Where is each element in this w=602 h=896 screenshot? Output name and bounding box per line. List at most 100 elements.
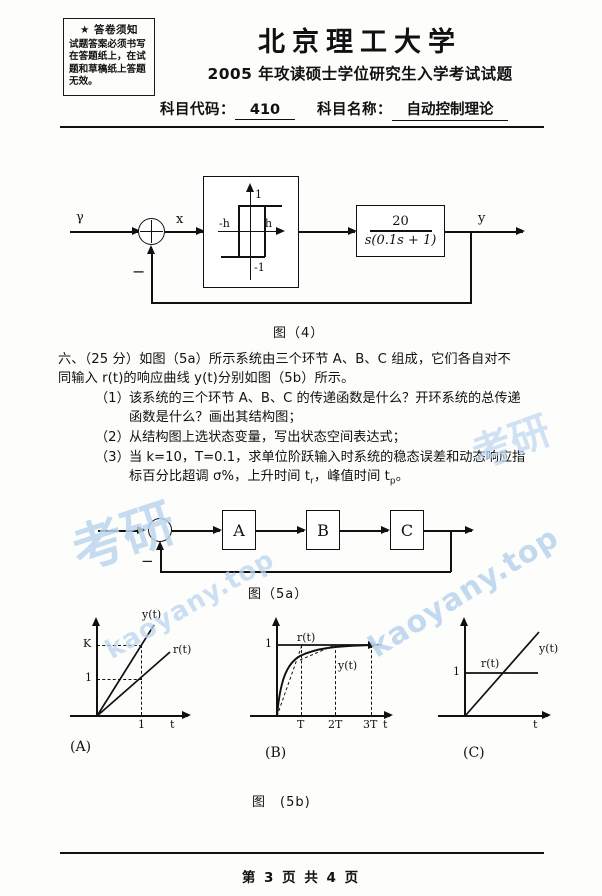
answer-notice-body: 试题答案必须书写在答题纸上，在试题和草稿纸上答题无效。 xyxy=(69,39,146,88)
subject-info-row: 科目代码： 410 科目名称： 自动控制理论 xyxy=(160,98,508,121)
panelB-T-guide xyxy=(301,645,302,715)
panelA-y-axis-arrowhead xyxy=(92,617,100,626)
question-item-3: （3） 当 k=10，T=0.1，求单位阶跃输入时系统的稳态误差和动态响应指 xyxy=(95,448,560,468)
panelB-x-tick-3T: 3T xyxy=(363,718,378,731)
figure5a-output-arrowhead xyxy=(465,526,474,534)
figure4-caption: 图（4） xyxy=(273,326,325,341)
relay-left-switch-edge xyxy=(238,205,240,257)
figure4-error-arrowhead xyxy=(196,227,205,235)
figure4-feedback-arrowhead xyxy=(147,245,155,254)
figure4-output-label: y xyxy=(478,211,486,226)
university-name: 北京理工大学 xyxy=(258,27,462,58)
relay-y-axis-arrowhead xyxy=(246,183,254,192)
figure5a-block-C: C xyxy=(390,510,424,550)
figure5a-A-to-B-line xyxy=(256,530,304,532)
answer-notice-box: ★ 答卷须知 试题答案必须书写在答题纸上，在试题和草稿纸上答题无效。 xyxy=(63,18,155,96)
figure4-relay-to-plant-line xyxy=(299,231,355,233)
panelC-curve-yt xyxy=(464,631,540,717)
panelA-curve-label-rt: r(t) xyxy=(173,643,192,656)
subject-name-value: 自动控制理论 xyxy=(392,98,508,121)
page-number-footer: 第 3 页 共 4 页 xyxy=(241,870,361,886)
panelA-one-guide xyxy=(97,679,142,680)
panelA-y-axis xyxy=(96,624,98,716)
figure4-input-arrowhead xyxy=(132,227,141,235)
question-item-2: （2） 从结构图上选状态变量，写出状态空间表达式； xyxy=(95,428,560,448)
figure5b-caption: 图 (5b) xyxy=(252,795,311,810)
figure5a-feedback-horizontal-line xyxy=(160,571,451,573)
figure4-feedback-horizontal-line xyxy=(151,302,472,304)
panelB-curve-yt-arrowhead xyxy=(368,641,378,649)
relay-positive-threshold-label: h xyxy=(265,217,273,230)
figure4-output-arrowhead xyxy=(516,227,525,235)
panelB-tangent-origin xyxy=(276,644,303,717)
panelB-x-axis-label: t xyxy=(383,718,388,731)
panelC-curves xyxy=(464,631,540,717)
figure5a-block-A-input-arrowhead xyxy=(213,526,222,534)
figure5a-block-C-input-arrowhead xyxy=(381,526,390,534)
figure4-feedback-down-line xyxy=(470,231,472,303)
question-item-2-line-1: 从结构图上选状态变量，写出状态空间表达式； xyxy=(129,430,406,445)
relay-x-axis-arrowhead xyxy=(276,227,285,235)
panelC-x-axis xyxy=(438,715,548,717)
figure5a-block-C-label: C xyxy=(400,520,414,540)
figure5b-panel-C-label: (C) xyxy=(463,745,485,761)
figure5b-panel-A-label: (A) xyxy=(70,739,92,755)
question-item-2-number: （2） xyxy=(95,430,130,445)
figure4-input-line xyxy=(70,231,138,233)
panelA-x-tick-1: 1 xyxy=(138,718,145,731)
answer-notice-title: ★ 答卷须知 xyxy=(79,24,139,36)
figure5b-panel-C: 1 r(t) y(t) t xyxy=(438,612,598,732)
figure5b-panel-B: 1 T 2T 3T r(t) y(t) t xyxy=(250,612,425,732)
relay-upper-level-segment xyxy=(238,205,282,207)
figure4-feedback-up-line xyxy=(151,252,153,303)
question-item-1-line-2: 函数是什么？画出其结构图； xyxy=(129,410,302,425)
plant-fraction-bar xyxy=(369,230,432,232)
relay-right-switch-edge xyxy=(264,205,266,257)
panelA-K-guide xyxy=(97,645,142,646)
subject-code-label: 科目代码： xyxy=(160,102,235,118)
subject-code-value: 410 xyxy=(235,102,295,120)
panelC-y-axis-arrowhead xyxy=(460,617,468,626)
question-intro-line-2: 同输入 r(t)的响应曲线 y(t)分别如图（5b）所示。 xyxy=(58,371,355,386)
panelA-x-axis xyxy=(70,715,188,717)
panelB-2T-guide xyxy=(335,645,336,715)
panelC-y-tick-1: 1 xyxy=(453,665,460,678)
panelA-curve-yt xyxy=(96,624,155,717)
question-item-3-line-2-head: 标百分比超调 σ%，上升时间 t xyxy=(129,469,311,484)
figure5a-feedback-minus-sign: − xyxy=(141,552,154,570)
panelC-x-axis-arrowhead xyxy=(542,711,551,719)
question-item-1: （1） 该系统的三个环节 A、B、C 的传递函数是什么？开环系统的总传递 xyxy=(95,389,560,409)
question-item-1-line-1: 该系统的三个环节 A、B、C 的传递函数是什么？开环系统的总传递 xyxy=(129,391,521,406)
relay-top-level-label: 1 xyxy=(255,188,262,201)
question-item-3-line-2: 标百分比超调 σ%，上升时间 tr，峰值时间 tp。 xyxy=(129,467,559,492)
panelB-y-axis xyxy=(276,624,278,716)
figure5a-B-to-C-line xyxy=(340,530,388,532)
panelC-y-axis xyxy=(464,624,466,716)
figure5a-block-A: A xyxy=(222,510,256,550)
header-divider xyxy=(60,126,544,128)
figure5a-block-A-label: A xyxy=(233,520,245,540)
footer-divider xyxy=(60,852,544,854)
question-item-3-line-1: 当 k=10，T=0.1，求单位阶跃输入时系统的稳态误差和动态响应指 xyxy=(129,450,526,465)
figure5a-block-B-label: B xyxy=(317,520,329,540)
question-item-3-line-2-end: 。 xyxy=(395,469,410,484)
figure4-sum-cross-vertical xyxy=(151,220,153,243)
panelC-curve-label-rt: r(t) xyxy=(481,657,500,670)
figure5a-summing-junction xyxy=(148,518,172,542)
panelA-y-tick-1: 1 xyxy=(85,671,92,684)
question-intro-line-1: 六、（25 分）如图（5a）所示系统由三个环节 A、B、C 组成，它们各自对不 xyxy=(58,352,511,367)
question-item-3-number: （3） xyxy=(95,450,130,465)
figure5a-block-B: B xyxy=(306,510,340,550)
panelB-x-axis-arrowhead xyxy=(384,711,393,719)
panelA-t1-guide xyxy=(141,645,142,715)
panelA-curve-label-yt: y(t) xyxy=(142,608,162,621)
panelA-curve-rt xyxy=(96,651,171,717)
figure5a-feedback-arrowhead xyxy=(156,541,164,550)
figure5a-input-line xyxy=(98,530,143,532)
figure4-plant-block: 20 s(0.1s + 1) xyxy=(356,205,445,257)
question-item-3-line-2-mid: ，峰值时间 t xyxy=(313,469,390,484)
figure5a-feedback-up-line xyxy=(160,548,162,572)
figure5b-panel-A: K 1 1 y(t) r(t) t xyxy=(70,608,230,732)
panelC-curve-label-yt: y(t) xyxy=(539,642,559,655)
